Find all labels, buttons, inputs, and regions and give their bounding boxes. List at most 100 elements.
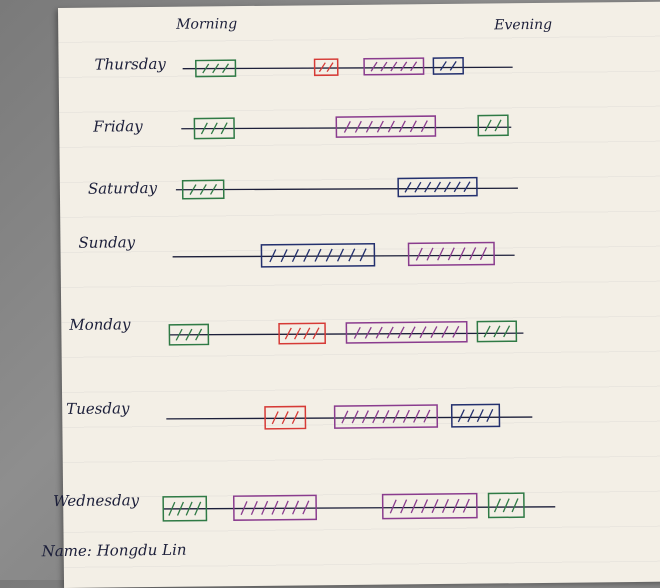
- hatch-mark: [354, 120, 362, 133]
- timeline-axis-line: [163, 506, 556, 510]
- schedule-block-red: [313, 58, 339, 77]
- hatch-mark: [382, 410, 390, 424]
- hatch-mark: [372, 410, 380, 424]
- hatch-mark: [419, 326, 427, 339]
- hatch-mark: [390, 61, 398, 72]
- hatch-mark: [291, 249, 299, 263]
- hatch-mark: [194, 501, 202, 516]
- schedule-block-green: [477, 114, 509, 137]
- hatch-mark: [449, 60, 457, 71]
- hatch-mark: [326, 62, 334, 73]
- hatch-mark: [493, 498, 501, 513]
- hatch-mark: [353, 326, 361, 339]
- hatch-mark: [376, 120, 384, 133]
- hatch-mark: [415, 247, 423, 261]
- hatch-mark: [284, 327, 292, 340]
- hatch-mark: [486, 408, 494, 423]
- hatch-mark: [199, 184, 207, 195]
- schedule-block-blue: [260, 242, 376, 268]
- hatch-mark: [443, 181, 451, 193]
- hatch-mark: [397, 326, 405, 339]
- schedule-block-purple: [232, 494, 318, 521]
- hatch-mark: [502, 498, 510, 513]
- hatch-mark: [291, 411, 299, 425]
- hatch-mark: [261, 500, 269, 515]
- hatch-mark: [494, 119, 502, 132]
- hatch-mark: [484, 119, 492, 132]
- hatch-mark: [452, 498, 460, 513]
- schedule-block-red: [264, 405, 307, 430]
- hatch-mark: [375, 326, 383, 339]
- hatch-mark: [281, 500, 289, 515]
- hatch-mark: [400, 499, 408, 514]
- hatch-mark: [341, 410, 349, 424]
- hatch-mark: [185, 501, 193, 516]
- hatch-mark: [447, 247, 455, 261]
- timeline-chart: [162, 57, 556, 522]
- hatch-mark: [209, 184, 218, 195]
- hatch-mark: [303, 248, 311, 262]
- hatch-mark: [469, 247, 477, 261]
- hatch-mark: [302, 500, 310, 515]
- hatch-mark: [200, 122, 208, 135]
- hatch-mark: [250, 500, 258, 515]
- hatch-mark: [361, 410, 369, 424]
- hatch-mark: [314, 248, 322, 262]
- hatch-mark: [458, 247, 466, 261]
- schedule-block-purple: [407, 241, 495, 267]
- hatch-mark: [483, 325, 491, 338]
- hatch-mark: [392, 409, 400, 423]
- hatch-mark: [424, 181, 432, 193]
- schedule-block-green: [168, 323, 210, 346]
- hatch-mark: [511, 498, 519, 513]
- hatch-mark: [433, 181, 442, 193]
- hatch-mark: [467, 409, 475, 423]
- hatch-mark: [312, 327, 320, 340]
- hatch-mark: [343, 121, 351, 133]
- hatch-mark: [421, 499, 429, 514]
- schedule-block-blue: [450, 403, 501, 428]
- hatch-mark: [462, 498, 470, 513]
- hatch-mark: [389, 499, 397, 514]
- schedule-block-green: [162, 495, 208, 522]
- hatch-mark: [176, 501, 184, 516]
- hatch-mark: [402, 409, 410, 423]
- timeline-axis-line: [175, 187, 518, 191]
- hatch-mark: [240, 501, 248, 516]
- hatch-mark: [380, 61, 388, 72]
- hatch-mark: [348, 248, 356, 262]
- schedule-block-blue: [397, 176, 478, 198]
- hatch-mark: [185, 328, 193, 341]
- schedule-block-green: [181, 179, 225, 200]
- hatch-mark: [222, 63, 230, 74]
- timeline-row-friday: [181, 114, 512, 140]
- hatch-mark: [318, 62, 326, 73]
- hatch-mark: [386, 326, 394, 339]
- hatch-mark: [476, 409, 484, 423]
- hatch-mark: [457, 409, 465, 423]
- hatch-mark: [426, 247, 434, 261]
- hatch-mark: [195, 328, 203, 341]
- timeline-row-monday: [168, 320, 524, 346]
- schedule-block-red: [278, 322, 326, 345]
- hatch-mark: [410, 499, 418, 514]
- timeline-axis-line: [182, 66, 513, 70]
- hatch-mark: [351, 410, 359, 424]
- schedule-block-purple: [345, 320, 468, 344]
- hatch-mark: [370, 61, 378, 72]
- hatch-mark: [168, 501, 176, 516]
- hatch-mark: [423, 409, 431, 423]
- hatch-mark: [212, 63, 220, 74]
- hatch-mark: [441, 498, 449, 513]
- hatch-mark: [189, 184, 197, 195]
- hatch-mark: [220, 122, 228, 135]
- hatch-mark: [365, 120, 373, 133]
- timeline-row-sunday: [172, 241, 515, 268]
- schedule-block-green: [487, 492, 525, 519]
- schedule-block-purple: [333, 404, 439, 429]
- timeline-row-wednesday: [162, 492, 556, 522]
- hatch-mark: [280, 249, 288, 263]
- hatch-mark: [431, 499, 439, 514]
- hatch-mark: [303, 327, 311, 340]
- timeline-row-saturday: [175, 176, 518, 200]
